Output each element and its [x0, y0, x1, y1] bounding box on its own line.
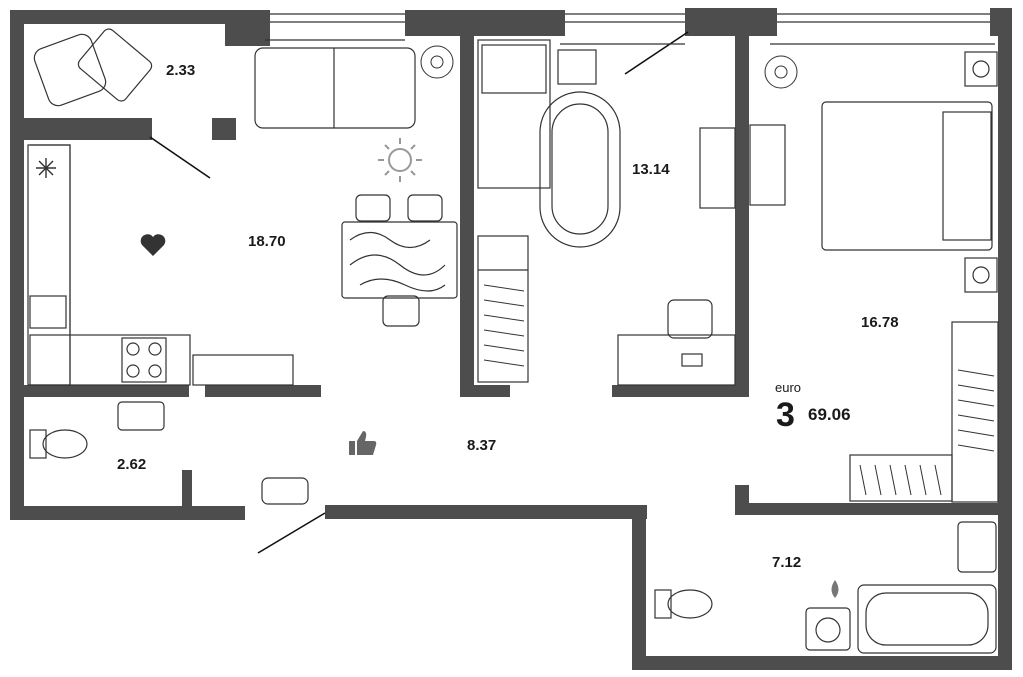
sun-icon — [378, 138, 422, 182]
water-drop-icon — [831, 580, 839, 598]
room-area-kitchen-living: 18.70 — [248, 233, 286, 250]
snowflake-icon — [36, 158, 56, 178]
thumbs-up-icon — [349, 431, 377, 455]
heart-icon — [140, 234, 166, 256]
plant-icon — [420, 45, 798, 89]
walls — [10, 8, 1012, 670]
windows — [270, 13, 990, 23]
format-label: euro — [775, 380, 802, 395]
room-area-bathroom: 7.12 — [772, 554, 802, 571]
rooms-count: 3 — [776, 396, 795, 434]
total-area: 69.06 — [808, 405, 851, 424]
doors — [149, 31, 689, 554]
room-area-bedroom-master: 16.78 — [861, 314, 899, 331]
wardrobe-hangers — [483, 284, 995, 496]
room-area-hall: 8.37 — [467, 437, 497, 454]
room-area-wc: 2.62 — [117, 456, 147, 473]
room-area-balcony: 2.33 — [166, 62, 196, 79]
room-area-bedroom-small: 13.14 — [632, 161, 670, 178]
furniture — [27, 28, 999, 654]
